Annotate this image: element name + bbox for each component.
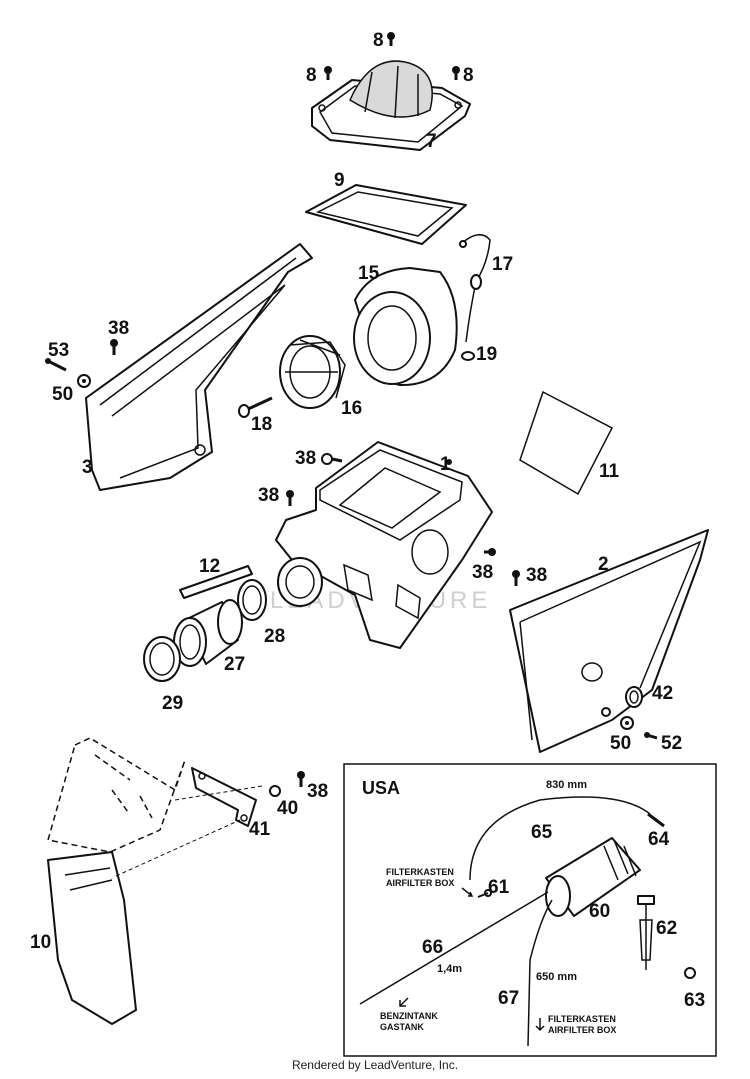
label-29: 29 [162,693,183,714]
arrow-filterbox-1 [461,887,474,897]
assembly-line [115,785,263,877]
part-29-clamp [143,636,181,682]
label-41: 41 [249,819,271,840]
part-9-gasket [305,184,467,245]
len-830: 830 mm [546,779,587,791]
part-41-bracket [191,767,257,827]
screw-38-b [286,490,294,506]
grommet-42 [625,686,643,708]
label-27: 27 [224,654,245,675]
screw-38-d [512,570,520,586]
len-650: 650 mm [536,971,577,983]
part-63-clip [684,967,696,979]
part-10-mudflap [47,851,137,1025]
label-52: 52 [661,733,682,754]
label-16: 16 [341,398,362,419]
label-38-e: 38 [307,781,328,802]
label-64: 64 [648,829,670,850]
label-38-a: 38 [295,448,316,469]
part-18-bolt [238,396,273,418]
label-63: 63 [684,990,705,1011]
part-11-filter-sheet [519,390,614,496]
label-38-c: 38 [472,562,493,583]
filterbox-en-2: AIRFILTER BOX [548,1025,616,1035]
arrow-gastank [399,997,409,1007]
part-12-foam-strip [179,565,253,599]
label-8-top: 8 [373,30,384,51]
filterbox-de-1: FILTERKASTEN [386,867,454,877]
part-1-airbox-housing [275,441,493,649]
label-8-right: 8 [463,65,474,86]
len-14: 1,4m [437,963,462,975]
part-10-fender-upper [47,737,186,853]
usa-inset-box: USA 830 mm 650 mm 1,4m FILTERKASTEN AIRF… [343,763,717,1057]
screw-38-c [484,548,496,556]
label-65: 65 [531,822,553,843]
label-9: 9 [334,170,345,191]
usa-title: USA [362,778,400,798]
label-38-d: 38 [526,565,547,586]
label-18: 18 [251,414,272,435]
part-60-canister [545,837,641,917]
label-3: 3 [82,457,93,478]
label-38-b: 38 [258,485,279,506]
screw-8-top [387,32,395,46]
label-66: 66 [422,937,443,958]
part-16-filter-cage [279,335,346,409]
part-62-valve [637,895,655,970]
part-27-intake-boot [173,599,243,667]
screw-52 [644,732,658,740]
label-12: 12 [199,556,220,577]
label-11: 11 [599,461,620,482]
label-50-left: 50 [52,384,73,405]
part-28-clamp [237,579,267,621]
screw-8-right [452,66,460,80]
filterbox-de-2: FILTERKASTEN [548,1014,616,1024]
washer-50-right [620,716,634,730]
label-62: 62 [656,918,677,939]
label-15: 15 [358,263,380,284]
label-61: 61 [488,877,510,898]
label-10: 10 [30,932,51,953]
screw-38-a [321,453,343,465]
screw-38-left [110,339,118,355]
filterbox-en-1: AIRFILTER BOX [386,878,454,888]
screw-53 [45,358,67,372]
label-7: 7 [426,131,437,152]
part-15-air-filter [353,267,458,387]
part-61-fitting [477,889,492,898]
part-3-left-side-cover [85,243,313,491]
gastank-de: BENZINTANK [380,1011,438,1021]
label-40: 40 [277,798,298,819]
screw-38-e [297,771,305,787]
footer-credit: Rendered by LeadVenture, Inc. [291,1058,459,1072]
part-2-right-side-cover [509,529,709,753]
part-19-grommet [461,351,475,361]
label-53: 53 [48,340,69,361]
label-60: 60 [589,901,610,922]
label-50-right: 50 [610,733,631,754]
label-19: 19 [476,344,497,365]
screw-8-left [324,66,332,80]
part-17-sensor-wire [459,234,491,343]
arrow-filterbox-2 [535,1018,545,1032]
washer-40 [269,785,281,797]
label-67: 67 [498,988,519,1009]
label-28: 28 [264,626,285,647]
label-2: 2 [598,554,609,575]
label-1: 1 [440,454,451,475]
part-7-airbox-lid [311,60,471,151]
gastank-en: GASTANK [380,1022,424,1032]
label-8-left: 8 [306,65,317,86]
label-17: 17 [492,254,513,275]
label-38-left: 38 [108,318,129,339]
label-42: 42 [652,683,673,704]
washer-50-left [77,374,91,388]
